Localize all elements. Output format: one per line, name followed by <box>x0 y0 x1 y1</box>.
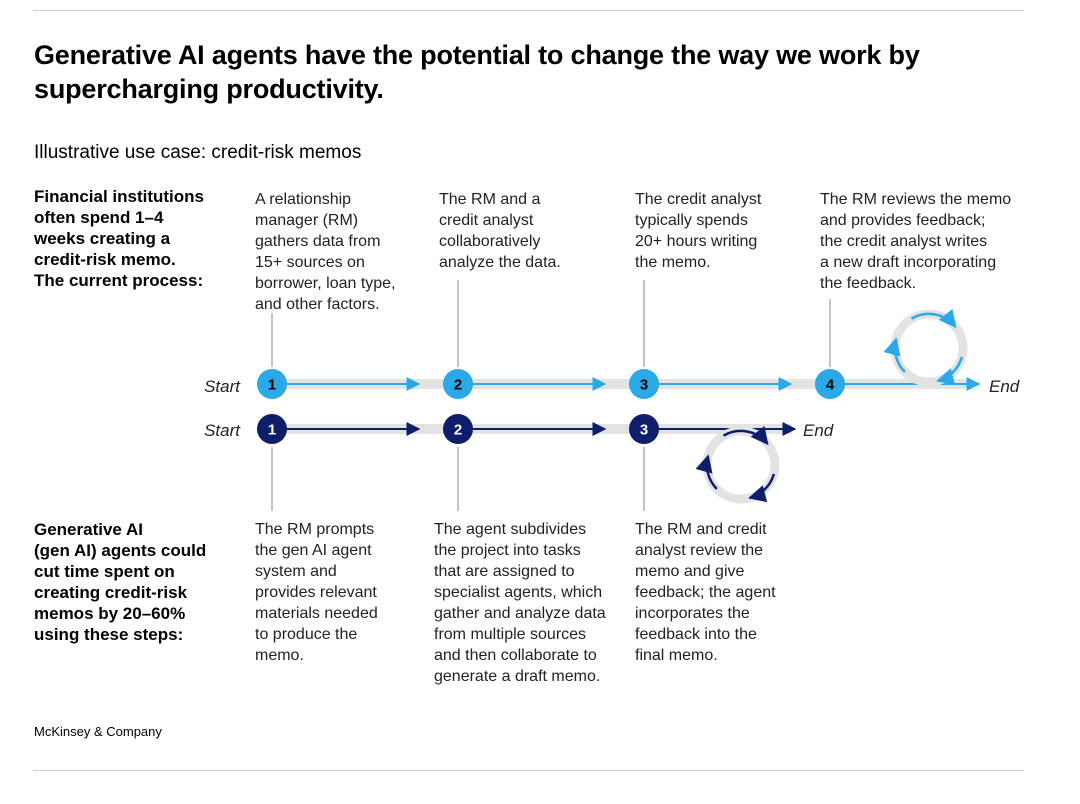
current-start-label: Start <box>204 377 241 396</box>
gen-ai-process-label: Generative AI (gen AI) agents could cut … <box>34 520 207 644</box>
gen-ai-step-1-text: The RM prompts the gen AI agent system a… <box>255 521 378 664</box>
gen-ai-step-2-node <box>443 414 473 444</box>
current-step-1-text: A relationship manager (RM) gathers data… <box>255 191 396 313</box>
current-step-3-number: 3 <box>640 377 648 394</box>
current-process-track <box>272 379 972 389</box>
current-process-label: Financial institutions often spend 1–4 w… <box>34 187 205 290</box>
gen-ai-step-1-number: 1 <box>268 422 276 439</box>
source-credit: McKinsey & Company <box>34 724 162 739</box>
top-divider <box>33 10 1024 11</box>
gen-ai-step-2-text: The agent subdivides the project into ta… <box>434 521 606 685</box>
subtitle: Illustrative use case: credit-risk memos <box>34 142 362 163</box>
current-feedback-loop-icon <box>883 308 968 387</box>
current-step-2-text: The RM and a credit analyst collaborativ… <box>439 191 561 271</box>
bottom-divider <box>33 770 1024 771</box>
gen-ai-step-3-text: The RM and credit analyst review the mem… <box>635 521 776 664</box>
gen-ai-end-label: End <box>803 421 834 440</box>
page-title: Generative AI agents have the potential … <box>34 40 920 104</box>
current-step-3-node <box>629 369 659 399</box>
current-step-4-node <box>815 369 845 399</box>
current-step-2-node <box>443 369 473 399</box>
current-end-label: End <box>989 377 1020 396</box>
gen-ai-step-2-number: 2 <box>454 422 462 439</box>
gen-ai-step-3-number: 3 <box>640 422 648 439</box>
current-step-4-text: The RM reviews the memo and provides fee… <box>820 191 1012 292</box>
current-step-2-number: 2 <box>454 377 462 394</box>
gen-ai-step-1-node <box>257 414 287 444</box>
current-step-3-text: The credit analyst typically spends 20+ … <box>635 191 762 271</box>
gen-ai-step-3-node <box>629 414 659 444</box>
gen-ai-feedback-loop-icon <box>695 425 780 504</box>
current-step-4-number: 4 <box>826 377 835 394</box>
gen-ai-start-label: Start <box>204 421 241 440</box>
current-step-1-number: 1 <box>268 377 276 394</box>
current-step-1-node <box>257 369 287 399</box>
